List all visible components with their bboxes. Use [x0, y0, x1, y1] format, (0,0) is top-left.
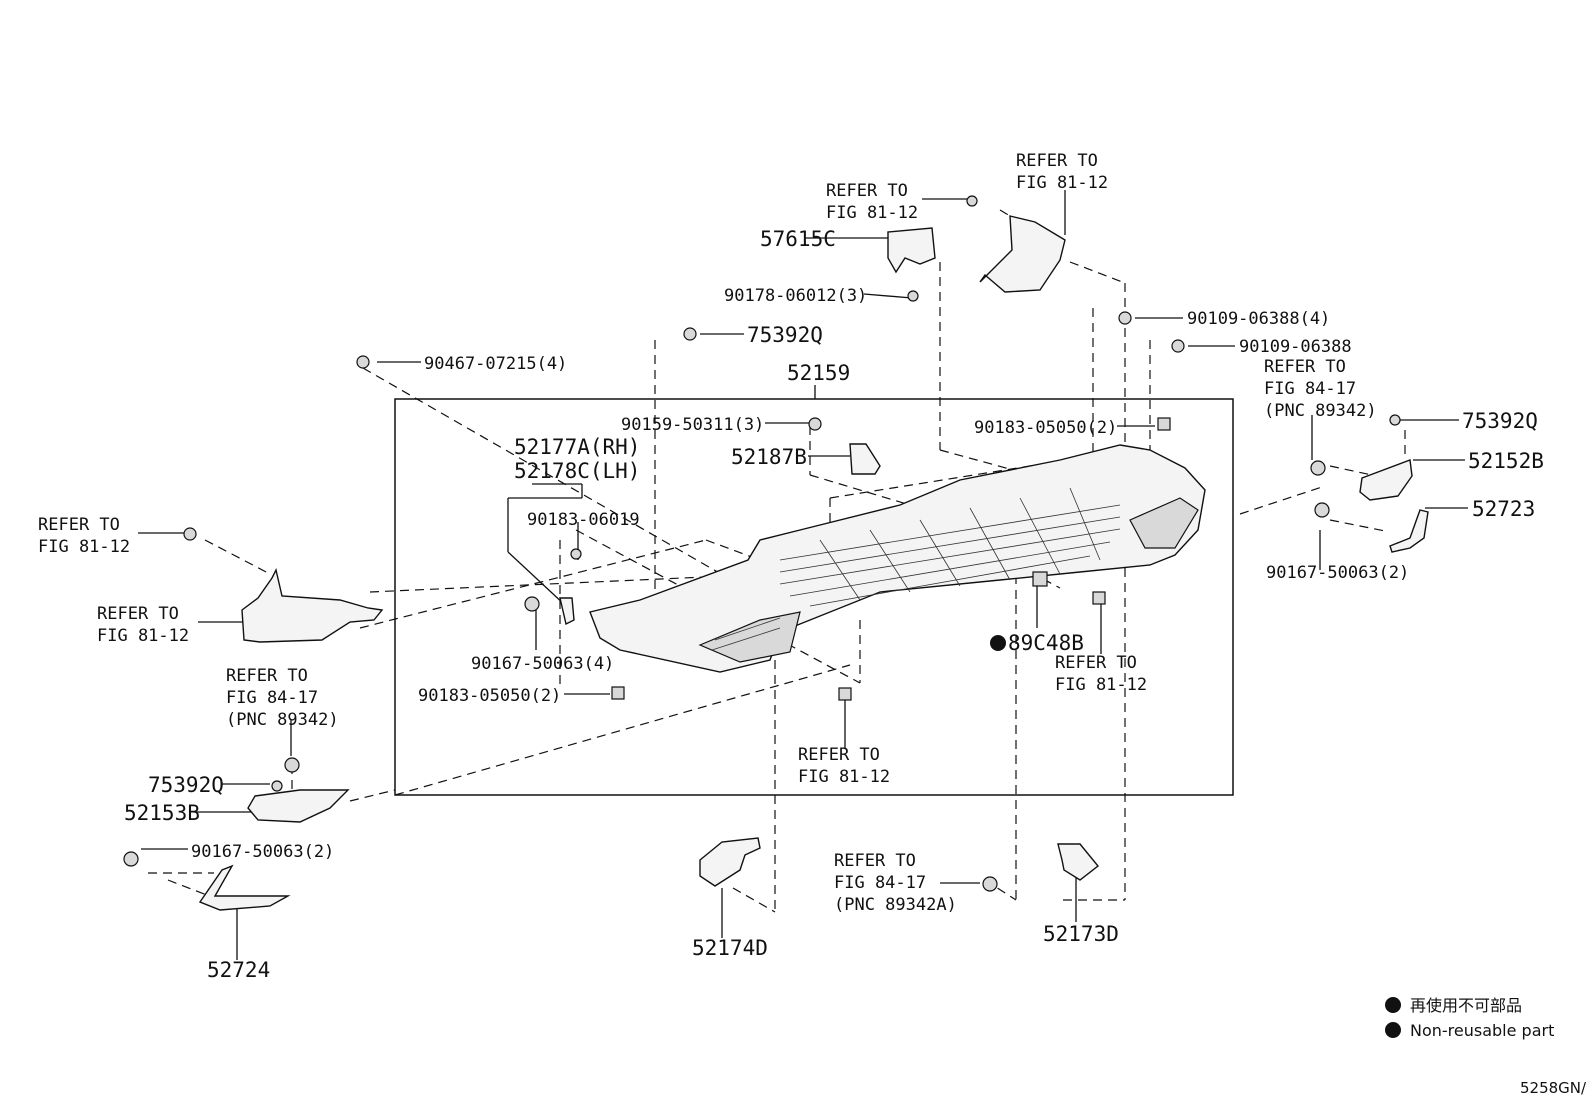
label-90167-right: 90167-50063(2) — [1266, 563, 1409, 583]
label-52724: 52724 — [207, 958, 270, 982]
refer-left-top-line1: REFER TO — [38, 515, 120, 535]
label-52187b: 52187B — [731, 445, 807, 469]
legend-bullet-en — [1385, 1022, 1401, 1038]
label-52723: 52723 — [1472, 497, 1535, 521]
refer-top-right-line2: FIG 81-12 — [1016, 173, 1108, 193]
clip-52187b — [849, 443, 881, 475]
part-labels: REFER TO FIG 81-12 REFER TO FIG 81-12 57… — [38, 151, 1544, 982]
bracket-52177a — [559, 597, 575, 626]
grille-52152b — [1359, 459, 1413, 501]
label-89c48b: 89C48B — [1008, 631, 1084, 655]
refer-left-mid-line1: REFER TO — [97, 604, 179, 624]
refer-8417-center-line1: REFER TO — [834, 851, 916, 871]
label-75392q-top: 75392Q — [747, 323, 823, 347]
refer-8417-center-line2: FIG 84-17 — [834, 873, 926, 893]
legend: 再使用不可部品 Non-reusable part — [1385, 996, 1554, 1040]
garnish-52723 — [1389, 509, 1429, 553]
label-52174d: 52174D — [692, 936, 768, 960]
label-90167-4: 90167-50063(4) — [471, 654, 614, 674]
refer-center-right-line2: FIG 81-12 — [1055, 675, 1147, 695]
label-52159: 52159 — [787, 361, 850, 385]
label-90109: 90109-06388 — [1239, 337, 1352, 357]
legend-jp: 再使用不可部品 — [1410, 996, 1522, 1015]
rear-bumper-reinforcement — [589, 444, 1206, 673]
label-90183-05050-left: 90183-05050(2) — [418, 686, 561, 706]
label-52173d: 52173D — [1043, 922, 1119, 946]
refer-left-top-line2: FIG 81-12 — [38, 537, 130, 557]
label-57615c: 57615C — [760, 227, 836, 251]
refer-8417-left-line2: FIG 84-17 — [226, 688, 318, 708]
diagram-code: 5258GN/ — [1520, 1079, 1587, 1097]
refer-8417-left-line1: REFER TO — [226, 666, 308, 686]
refer-left-mid-line2: FIG 81-12 — [97, 626, 189, 646]
label-90183-05050-top: 90183-05050(2) — [974, 418, 1117, 438]
label-90159: 90159-50311(3) — [621, 415, 764, 435]
label-90178: 90178-06012(3) — [724, 286, 867, 306]
spacer-52173d — [1057, 843, 1099, 881]
refer-8417-center-line3: (PNC 89342A) — [834, 895, 957, 915]
label-90467: 90467-07215(4) — [424, 354, 567, 374]
refer-8417-right-line2: FIG 84-17 — [1264, 379, 1356, 399]
label-90109-4: 90109-06388(4) — [1187, 309, 1330, 329]
fasteners — [123, 195, 1401, 892]
non-reusable-marker-89c48b — [990, 635, 1006, 651]
label-52153b: 52153B — [124, 801, 200, 825]
label-90183-06019: 90183-06019 — [527, 510, 640, 530]
assembly-frame-52159 — [394, 398, 1234, 796]
refer-8417-left-line3: (PNC 89342) — [226, 710, 339, 730]
bracket-left-mid — [241, 567, 384, 643]
label-52152b: 52152B — [1468, 449, 1544, 473]
leader-lines — [138, 190, 1468, 960]
bracket-57615c — [887, 227, 936, 274]
legend-en: Non-reusable part — [1410, 1021, 1554, 1040]
refer-57615c-line2: FIG 81-12 — [826, 203, 918, 223]
bracket-top-right — [979, 215, 1066, 293]
refer-center-bottom-line2: FIG 81-12 — [798, 767, 890, 787]
label-75392q-left: 75392Q — [148, 773, 224, 797]
label-75392q-right: 75392Q — [1462, 409, 1538, 433]
label-90167-left: 90167-50063(2) — [191, 842, 334, 862]
refer-top-right-line1: REFER TO — [1016, 151, 1098, 171]
refer-57615c-line1: REFER TO — [826, 181, 908, 201]
refer-8417-right-line1: REFER TO — [1264, 357, 1346, 377]
refer-center-bottom-line1: REFER TO — [798, 745, 880, 765]
spacer-52174d — [699, 837, 761, 887]
legend-bullet-jp — [1385, 997, 1401, 1013]
refer-center-right-line1: REFER TO — [1055, 653, 1137, 673]
grille-52153b — [247, 789, 350, 823]
label-52178c: 52178C(LH) — [514, 459, 640, 483]
refer-8417-right-line3: (PNC 89342) — [1264, 401, 1377, 421]
label-52177a: 52177A(RH) — [514, 435, 640, 459]
garnish-52724 — [198, 864, 291, 911]
